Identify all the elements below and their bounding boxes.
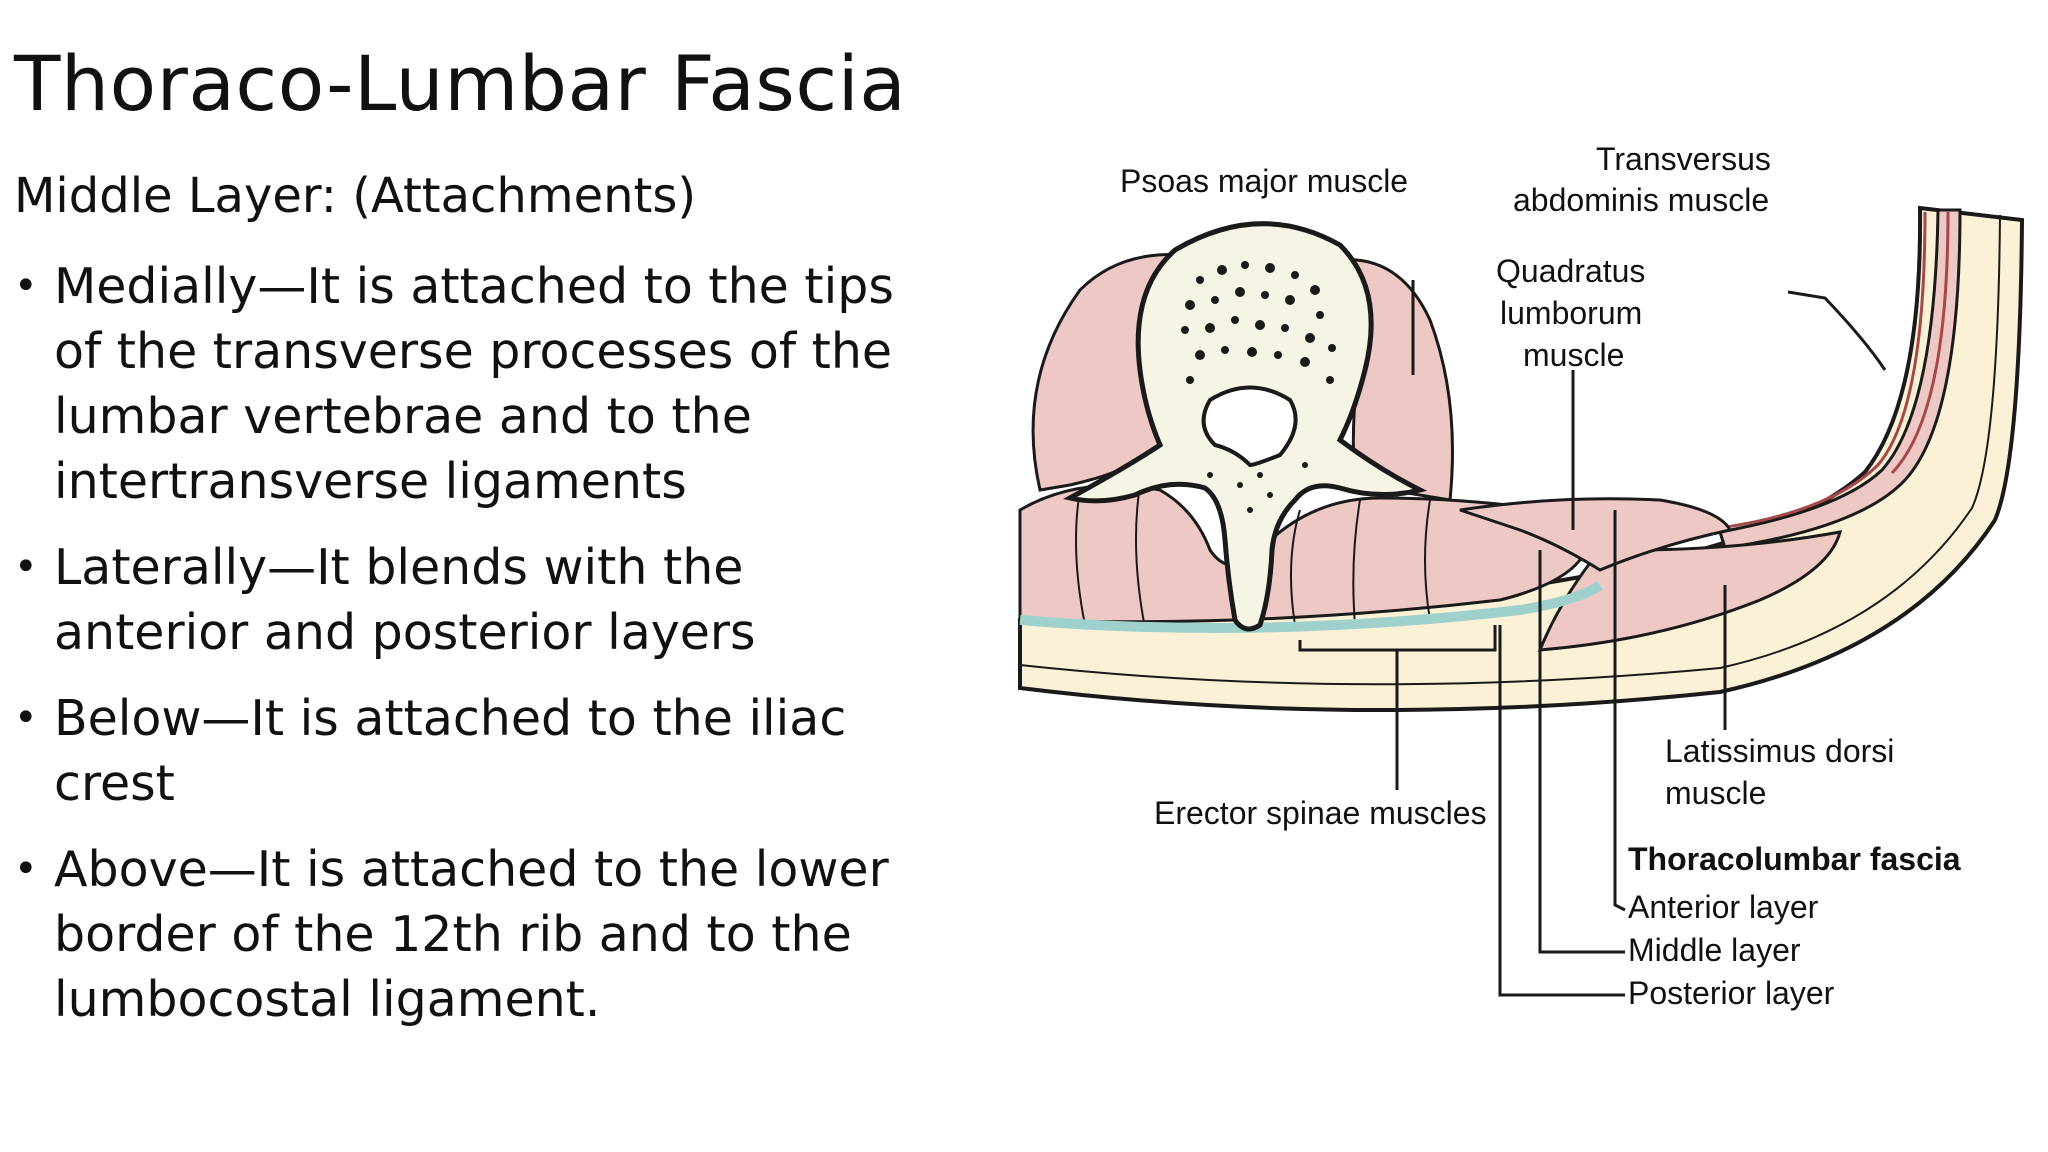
bullet-line: crest (54, 755, 175, 812)
label-transversus-1: Transversus (1596, 141, 1771, 177)
label-posterior-layer: Posterior layer (1628, 975, 1835, 1011)
erector-subdivision (1424, 499, 1431, 621)
bullet-below: • Below—It is attached to the iliac cres… (14, 686, 914, 816)
anatomy-diagram: Psoas major muscle Transversus abdominis… (960, 80, 2048, 1080)
label-erector: Erector spinae muscles (1154, 795, 1487, 831)
bullet-dot: • (14, 695, 38, 741)
erector-subdivision (1075, 489, 1086, 626)
posterior-fascia (1019, 580, 1603, 633)
pointer-anterior (1613, 510, 1626, 912)
pointer-posterior (1498, 625, 1625, 997)
label-anterior-layer: Anterior layer (1628, 889, 1819, 925)
bullet-list: • Medially—It is attached to the tips of… (14, 254, 914, 1053)
bullet-dot: • (14, 846, 38, 892)
erector-subdivision (1352, 499, 1361, 626)
label-quadratus-3: muscle (1523, 337, 1624, 373)
transversus-line (1890, 211, 1950, 475)
label-latissimus-2: muscle (1665, 775, 1766, 811)
pointer-middle (1538, 550, 1625, 954)
cross-section-svg: Psoas major muscle Transversus abdominis… (1018, 141, 2025, 1011)
bullet-line: Above—It is attached to the lower (54, 841, 889, 898)
bullet-line: lumbocostal ligament. (54, 971, 601, 1028)
transversus-line (1719, 211, 1927, 530)
bullet-line: Medially—It is attached to the tips (54, 258, 894, 315)
bullet-laterally: • Laterally—It blends with the anterior … (14, 535, 914, 665)
bullet-dot: • (14, 544, 38, 590)
bullet-line: of the transverse processes of the (54, 323, 893, 380)
erector-spinae-muscle (1018, 484, 1582, 624)
label-quadratus-1: Quadratus (1496, 253, 1645, 289)
pointer-transversus (1787, 290, 1887, 371)
label-psoas: Psoas major muscle (1120, 163, 1408, 199)
bullet-line: Laterally—It blends with the (54, 539, 744, 596)
label-middle-layer: Middle layer (1628, 932, 1801, 968)
trabecular-dots (1181, 261, 1336, 513)
bullet-dot: • (14, 263, 38, 309)
label-transversus-2: abdominis muscle (1513, 182, 1769, 218)
slide-title: Thoraco-Lumbar Fascia (14, 39, 907, 128)
slide-subtitle: Middle Layer: (Attachments) (14, 168, 697, 224)
bullet-line: border of the 12th rib and to the (54, 906, 852, 963)
bullet-medially: • Medially—It is attached to the tips of… (14, 254, 914, 514)
erector-subdivision (1135, 484, 1146, 629)
spinal-canal (1201, 385, 1298, 468)
label-latissimus-1: Latissimus dorsi (1665, 733, 1894, 769)
bullet-above: • Above—It is attached to the lower bord… (14, 837, 914, 1032)
erector-subdivision (1290, 509, 1301, 626)
skin-inner-line (1019, 214, 2001, 686)
label-quadratus-2: lumborum (1500, 295, 1642, 331)
bullet-line: lumbar vertebrae and to the (54, 388, 752, 445)
bullet-line: Below—It is attached to the iliac (54, 690, 847, 747)
label-fascia-title: Thoracolumbar fascia (1628, 841, 1961, 877)
quadratus-lumborum-muscle (1459, 497, 1733, 572)
bullet-line: anterior and posterior layers (54, 604, 756, 661)
bullet-line: intertransverse ligaments (54, 453, 687, 510)
